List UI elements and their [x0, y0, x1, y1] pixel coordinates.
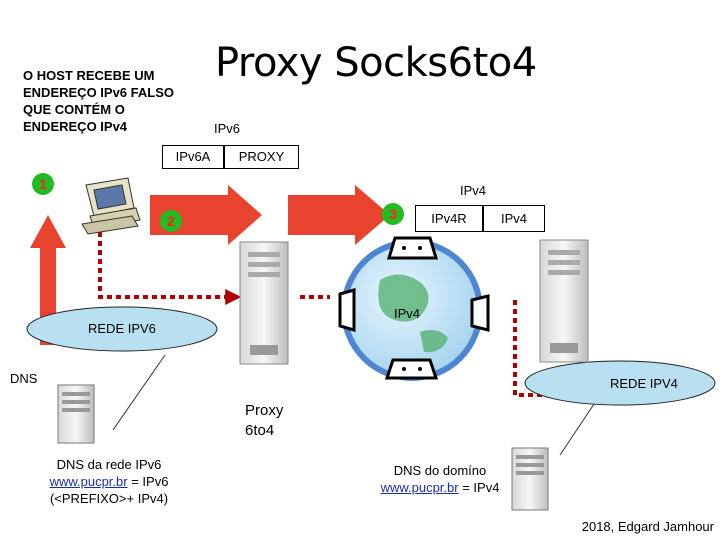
cloud-ipv6 — [26, 306, 218, 352]
box-ipv6a: IPv6A — [162, 145, 224, 169]
router-left — [338, 288, 356, 332]
red-arrow-up — [30, 215, 66, 345]
label-ipv4-top: IPv4 — [460, 183, 487, 198]
dns-server-ipv6-icon — [57, 384, 95, 444]
box-ipv4r: IPv4R — [415, 205, 483, 232]
proxy-server-icon — [239, 241, 289, 365]
dns-server-ipv4-icon — [511, 447, 549, 511]
router-right — [470, 294, 490, 332]
label-dns: DNS — [10, 371, 38, 386]
dns-ipv6-caption: DNS da rede IPv6 www.pucpr.br = IPv6 (<P… — [49, 457, 169, 506]
dns-ipv4-link[interactable]: www.pucpr.br — [380, 480, 459, 495]
cloud-ipv4 — [524, 360, 716, 406]
box-ipv4: IPv4 — [483, 205, 545, 232]
router-top — [386, 236, 439, 260]
router-bottom — [384, 358, 439, 380]
dotted-path-ipv4 — [513, 300, 565, 397]
step-badge-2: 2 — [160, 210, 182, 232]
dns-ipv6-link[interactable]: www.pucpr.br — [49, 474, 128, 489]
box-proxy: PROXY — [224, 145, 299, 169]
page-title: Proxy Socks6to4 — [215, 40, 537, 86]
credit-text: 2018, Edgard Jamhour — [581, 519, 714, 534]
step-badge-1: 1 — [32, 173, 54, 195]
ipv4-server-icon — [539, 239, 589, 363]
red-arrow-3 — [288, 185, 390, 245]
label-ipv4-cloud: IPv4 — [394, 306, 421, 321]
red-arrow-2 — [150, 185, 262, 245]
dotted-path-left — [98, 232, 242, 305]
host-note: O HOST RECEBE UM ENDEREÇO IPv6 FALSO QUE… — [23, 68, 174, 134]
computer-icon — [81, 177, 141, 235]
step-badge-3: 3 — [382, 203, 404, 225]
dns-ipv4-caption: DNS do domíno www.pucpr.br = IPv4 — [380, 463, 500, 495]
label-rede-ipv4: REDE IPV4 — [610, 376, 678, 391]
label-ipv6: IPv6 — [214, 121, 241, 136]
label-proxy-server: Proxy 6to4 — [245, 402, 284, 439]
label-rede-ipv6: REDE IPV6 — [88, 321, 156, 336]
